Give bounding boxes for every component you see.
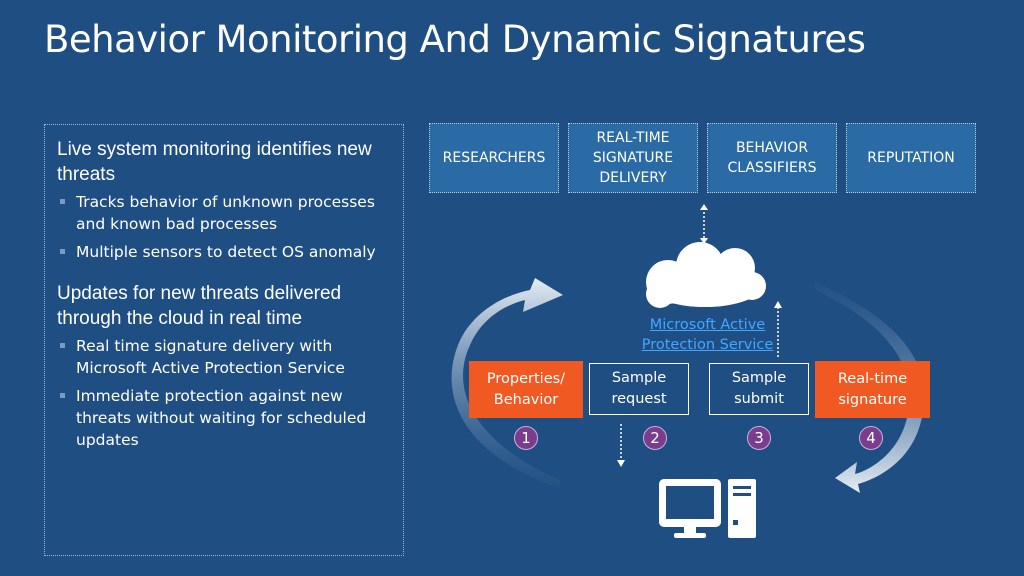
bullet-item: Real time signature delivery with Micros… xyxy=(57,335,389,379)
step-sample-request: Sample request xyxy=(589,363,689,415)
step-properties-behavior: Properties/ Behavior xyxy=(469,361,583,418)
step-number-badge: 2 xyxy=(643,426,667,450)
cloud-service-link[interactable]: Microsoft Active Protection Service xyxy=(641,317,774,353)
bullet-item: Immediate protection against new threats… xyxy=(57,385,389,451)
cloud-icon xyxy=(646,242,766,308)
upload-arrow xyxy=(774,301,782,357)
refresh-arc-arrow-icon xyxy=(815,282,925,493)
refresh-arc-arrow-icon xyxy=(451,278,563,488)
reputation-box: REPUTATION xyxy=(846,123,976,193)
section-monitoring: Live system monitoring identifies new th… xyxy=(57,137,389,263)
researchers-box: RESEARCHERS xyxy=(429,123,559,193)
sync-arrow xyxy=(700,204,708,244)
computer-icon xyxy=(659,479,756,538)
bullet-list: Tracks behavior of unknown processes and… xyxy=(57,191,389,263)
step-sample-submit: Sample submit xyxy=(709,363,809,415)
download-arrow xyxy=(617,424,625,467)
step-real-time-signature: Real-time signature xyxy=(815,361,930,418)
real-time-signature-delivery-box: REAL-TIME SIGNATURE DELIVERY xyxy=(568,123,698,193)
section-heading: Updates for new threats delivered throug… xyxy=(57,283,342,329)
step-number-badge: 4 xyxy=(859,426,883,450)
bullet-item: Tracks behavior of unknown processes and… xyxy=(57,191,389,235)
step-number-badge: 1 xyxy=(514,426,538,450)
slide-title: Behavior Monitoring And Dynamic Signatur… xyxy=(44,18,866,61)
step-number-badge: 3 xyxy=(747,426,771,450)
bullet-list: Real time signature delivery with Micros… xyxy=(57,335,389,451)
section-heading: Live system monitoring identifies new th… xyxy=(57,139,372,185)
behavior-classifiers-box: BEHAVIOR CLASSIFIERS xyxy=(707,123,837,193)
bullet-item: Multiple sensors to detect OS anomaly xyxy=(57,241,389,263)
description-panel: Live system monitoring identifies new th… xyxy=(44,124,404,556)
section-updates: Updates for new threats delivered throug… xyxy=(57,281,389,451)
